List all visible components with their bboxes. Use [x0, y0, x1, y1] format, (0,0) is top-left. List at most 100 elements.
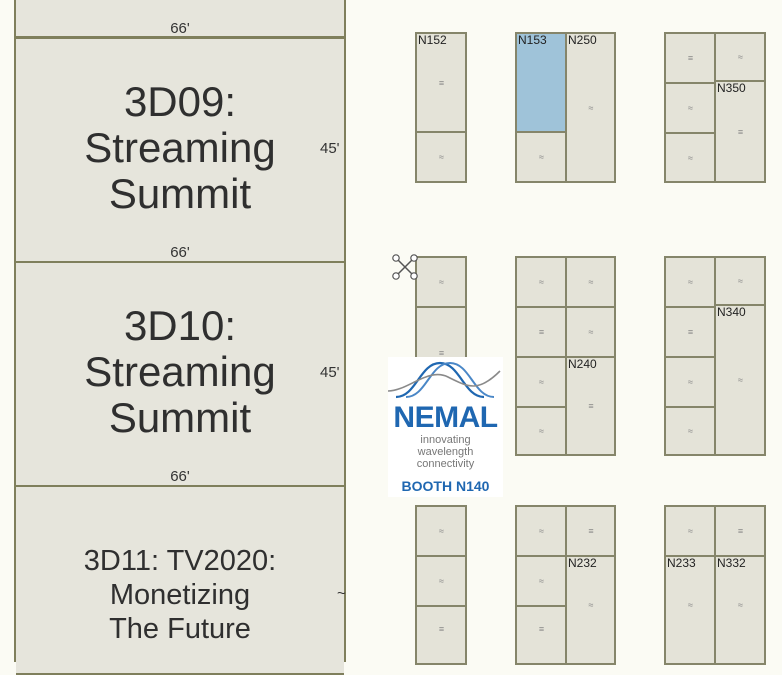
booth-unlabeled-7a[interactable]: ≡ [664, 32, 716, 84]
dimension-depth-3d09: 45' [320, 140, 340, 157]
booth-placeholder-icon: ≈ [539, 277, 544, 287]
booth-placeholder-icon: ≈ [688, 277, 693, 287]
move-handle-icon[interactable] [391, 253, 419, 281]
sponsor-booth-label: BOOTH N140 [401, 478, 490, 494]
booth-unlabeled-8e[interactable]: ≈ [714, 256, 766, 306]
booth-unlabeled-3c[interactable]: ≡ [415, 605, 467, 665]
booth-placeholder-icon: ≈ [738, 52, 743, 62]
booth-unlabeled-6c[interactable]: ≡ [515, 605, 567, 665]
booth-unlabeled-7c[interactable]: ≈ [664, 132, 716, 183]
booth-placeholder-icon: ≈ [688, 103, 693, 113]
booth-unlabeled-5c[interactable]: ≈ [515, 356, 567, 408]
room-3d09-label: 3D09: Streaming Summit [84, 78, 276, 217]
booth-unlabeled-7d[interactable]: ≈ [714, 32, 766, 82]
booth-unlabeled-6a[interactable]: ≈ [515, 505, 567, 557]
booth-placeholder-icon: ≈ [688, 526, 693, 536]
sponsor-ad-nemal[interactable]: NEMAL innovating wavelength connectivity… [388, 357, 503, 497]
booth-placeholder-icon: ≡ [588, 526, 593, 536]
booth-placeholder-icon: ≈ [539, 426, 544, 436]
wave-logo-icon [388, 361, 501, 399]
booth-placeholder-icon: ≈ [539, 377, 544, 387]
booth-n350-id: N350 [717, 81, 746, 95]
booth-n233-id: N233 [667, 556, 696, 570]
dimension-depth-3d10: 45' [320, 364, 340, 381]
booth-placeholder-icon: ≈ [439, 576, 444, 586]
booth-n233[interactable]: N233 ≈ [664, 555, 716, 665]
booth-unlabeled-2b[interactable]: ≡ [415, 306, 467, 366]
booth-unlabeled-2a[interactable]: ≈ [415, 256, 467, 308]
booth-placeholder-icon: ≈ [539, 526, 544, 536]
booth-unlabeled-5f[interactable]: ≈ [565, 306, 616, 358]
sponsor-brand: NEMAL [393, 401, 498, 434]
booth-n232[interactable]: N232 ≈ [565, 555, 616, 665]
booth-placeholder-icon: ≈ [439, 526, 444, 536]
room-3d09[interactable]: 3D09: Streaming Summit [16, 37, 344, 263]
room-3d10-label: 3D10: Streaming Summit [84, 302, 276, 441]
booth-unlabeled-5a[interactable]: ≈ [515, 256, 567, 308]
booth-n340-id: N340 [717, 305, 746, 319]
room-wall-left [14, 0, 16, 662]
booth-placeholder-icon: ≈ [688, 426, 693, 436]
room-3d11[interactable]: 3D11: TV2020: Monetizing The Future [16, 485, 344, 675]
booth-placeholder-icon: ≈ [738, 375, 743, 385]
booth-unlabeled-3a[interactable]: ≈ [415, 505, 467, 557]
booth-unlabeled-7b[interactable]: ≈ [664, 82, 716, 134]
booth-n250[interactable]: N250 ≈ [565, 32, 616, 183]
booth-unlabeled-3b[interactable]: ≈ [415, 555, 467, 607]
dimension-depth-3d11: ~ [337, 585, 346, 602]
booth-n350[interactable]: N350 ≡ [714, 80, 766, 183]
booth-placeholder-icon: ≡ [538, 624, 544, 635]
booth-unlabeled-5b[interactable]: ≡ [515, 306, 567, 358]
booth-n152-id: N152 [418, 33, 447, 47]
room-3d11-label: 3D11: TV2020: Monetizing The Future [83, 545, 277, 645]
booth-placeholder-icon: ≈ [588, 277, 594, 287]
booth-placeholder-icon: ≡ [438, 624, 444, 635]
booth-placeholder-icon: ≈ [688, 152, 693, 163]
room-wall-right [344, 0, 346, 662]
dimension-width-top: 66' [170, 20, 190, 37]
booth-placeholder-icon: ≡ [438, 347, 444, 358]
booth-n152[interactable]: N152 ≡ [415, 32, 467, 133]
booth-placeholder-icon: ≈ [738, 276, 743, 286]
booth-n332[interactable]: N332 ≈ [714, 555, 766, 665]
booth-placeholder-icon: ≈ [539, 152, 544, 162]
booth-n153-id: N153 [518, 33, 547, 47]
booth-unlabeled-8a[interactable]: ≈ [664, 256, 716, 308]
booth-unlabeled-9a[interactable]: ≈ [664, 505, 716, 557]
booth-n240[interactable]: N240 ≡ [565, 356, 616, 456]
booth-unlabeled-5d[interactable]: ≈ [515, 406, 567, 456]
booth-placeholder-icon: ≈ [688, 599, 693, 610]
booth-n240-id: N240 [568, 357, 597, 371]
booth-unlabeled-8b[interactable]: ≡ [664, 306, 716, 358]
booth-placeholder-icon: ≈ [738, 599, 743, 610]
sponsor-tagline: innovating wavelength connectivity [416, 434, 475, 470]
booth-placeholder-icon: ≡ [737, 126, 743, 137]
booth-unlabeled-1a[interactable]: ≈ [415, 131, 467, 183]
booth-placeholder-icon: ≡ [538, 327, 544, 337]
booth-placeholder-icon: ≈ [588, 102, 594, 113]
booth-placeholder-icon: ≡ [737, 526, 743, 536]
booth-placeholder-icon: ≈ [588, 599, 594, 610]
booth-placeholder-icon: ≈ [439, 277, 444, 287]
booth-placeholder-icon: ≡ [687, 327, 693, 337]
booth-n340[interactable]: N340 ≈ [714, 304, 766, 456]
booth-unlabeled-8c[interactable]: ≈ [664, 356, 716, 408]
booth-n153[interactable]: N153 [515, 32, 567, 133]
booth-unlabeled-5e[interactable]: ≈ [565, 256, 616, 308]
booth-unlabeled-4a[interactable]: ≈ [515, 131, 567, 183]
booth-n332-id: N332 [717, 556, 746, 570]
dimension-width-3d10: 66' [170, 468, 190, 485]
booth-placeholder-icon: ≡ [438, 77, 444, 88]
booth-unlabeled-6b[interactable]: ≈ [515, 555, 567, 607]
booth-placeholder-icon: ≡ [687, 53, 693, 63]
booth-placeholder-icon: ≈ [439, 152, 444, 162]
booth-unlabeled-9b[interactable]: ≡ [714, 505, 766, 557]
booth-n250-id: N250 [568, 33, 597, 47]
room-3d10[interactable]: 3D10: Streaming Summit [16, 261, 344, 487]
booth-n232-id: N232 [568, 556, 597, 570]
booth-placeholder-icon: ≈ [539, 576, 544, 586]
booth-unlabeled-8d[interactable]: ≈ [664, 406, 716, 456]
booth-unlabeled-6d[interactable]: ≡ [565, 505, 616, 557]
booth-placeholder-icon: ≡ [588, 401, 593, 411]
dimension-width-3d09: 66' [170, 244, 190, 261]
